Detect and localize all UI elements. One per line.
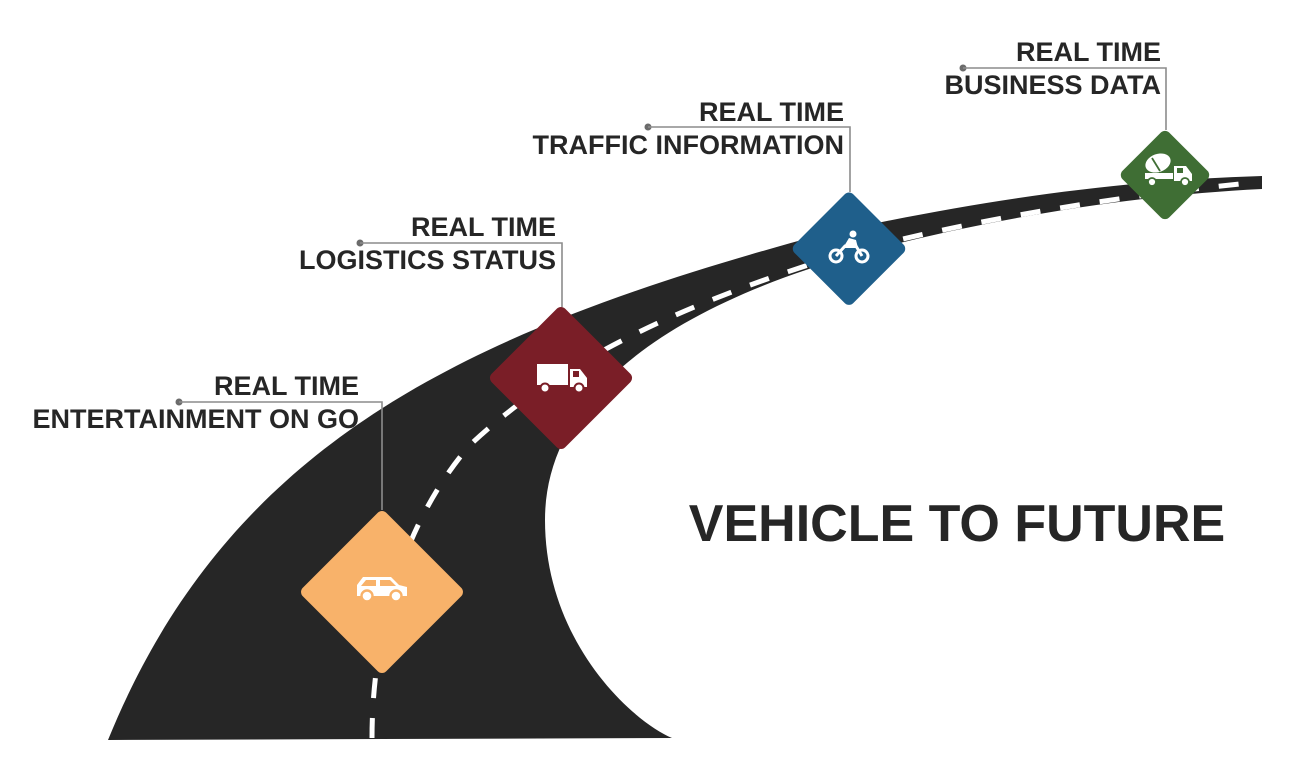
milestone-label-entertainment: REAL TIME ENTERTAINMENT ON GO xyxy=(33,371,360,434)
milestone-marker-business xyxy=(1120,130,1210,220)
cement-mixer-icon xyxy=(1145,153,1192,187)
road xyxy=(108,176,1262,740)
truck-icon xyxy=(537,364,587,394)
leader-lines xyxy=(175,64,1167,510)
milestone-label-business: REAL TIME BUSINESS DATA xyxy=(944,37,1161,100)
milestone-line2: ENTERTAINMENT ON GO xyxy=(33,404,360,434)
milestone-line2: TRAFFIC INFORMATION xyxy=(533,130,844,160)
milestone-label-traffic: REAL TIME TRAFFIC INFORMATION xyxy=(533,97,844,160)
milestone-line2: LOGISTICS STATUS xyxy=(299,245,556,275)
milestone-line1: REAL TIME xyxy=(411,212,556,242)
car-icon xyxy=(357,577,407,603)
milestone-marker-logistics xyxy=(489,306,633,450)
motorcycle-icon xyxy=(828,230,870,264)
milestone-line2: BUSINESS DATA xyxy=(944,70,1161,100)
milestone-line1: REAL TIME xyxy=(699,97,844,127)
milestone-line1: REAL TIME xyxy=(1016,37,1161,67)
milestone-marker-traffic xyxy=(792,192,906,305)
diagram-title: VEHICLE TO FUTURE xyxy=(689,495,1225,553)
milestone-marker-entertainment xyxy=(301,511,463,673)
milestone-label-logistics: REAL TIME LOGISTICS STATUS xyxy=(299,212,556,275)
milestone-line1: REAL TIME xyxy=(214,371,359,401)
